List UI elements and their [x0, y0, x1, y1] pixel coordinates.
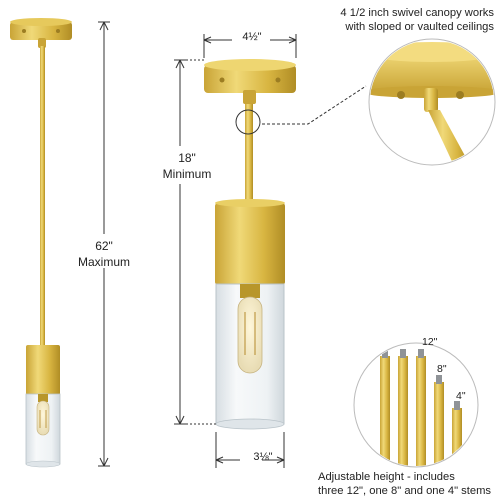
bulb-filament: [244, 312, 256, 355]
socket-cup-top: [215, 199, 285, 207]
canopy-width-dimension: [203, 34, 297, 58]
adjustable-height-line2: three 12", one 8" and one 4" stems: [318, 485, 492, 497]
canopy-note-line1: 4 1/2 inch swivel canopy works: [340, 7, 494, 19]
canopy-screw: [56, 29, 60, 33]
canopy-width-label: 4½": [242, 31, 262, 43]
min-height-dimension: [174, 59, 216, 425]
detail-callout-circle: [235, 109, 261, 135]
stem-8: [434, 375, 444, 466]
stem-4: [452, 401, 462, 466]
canopy-top: [10, 18, 72, 26]
stem-12-c: [416, 349, 426, 466]
max-height-value: 62": [95, 239, 113, 253]
down-rod: [40, 46, 45, 346]
canopy-note-line2: with sloped or vaulted ceilings: [345, 21, 494, 33]
max-height-dimension: [98, 21, 110, 467]
canopy-note: 4 1/2 inch swivel canopy works with slop…: [340, 6, 494, 34]
canopy-screw: [22, 29, 26, 33]
shade-diameter-dimension: [215, 432, 285, 468]
swivel-joint: [243, 90, 256, 104]
adjustable-height-line1: Adjustable height - includes: [318, 471, 455, 483]
ceiling-canopy: [10, 22, 72, 40]
bulb-filament: [39, 410, 47, 428]
pendant-light-tall: [10, 18, 72, 468]
stem-label-12: 12": [422, 336, 438, 348]
down-rod: [245, 104, 253, 204]
max-height-caption: Maximum: [77, 255, 130, 269]
stem-12-b: [398, 349, 408, 466]
min-height-caption: Minimum: [162, 167, 212, 181]
canopy-screw: [275, 77, 281, 83]
canopy-screw: [219, 77, 225, 83]
canopy-top: [204, 59, 296, 71]
swivel-joint: [38, 38, 46, 48]
max-height-label: 62" Maximum: [74, 240, 134, 272]
min-height-value: 18": [178, 151, 196, 165]
bulb: [36, 400, 50, 436]
glass-shade-bottom: [25, 460, 61, 468]
canopy-detail: [368, 38, 496, 166]
pendant-light-short: [204, 59, 296, 430]
bulb-base: [38, 394, 48, 402]
adjustable-height-note: Adjustable height - includes three 12", …: [318, 470, 500, 498]
socket-cup: [26, 345, 60, 395]
stem-label-8: 8": [437, 363, 447, 375]
bulb: [237, 296, 263, 374]
stem-set: [353, 342, 479, 468]
bulb-base: [240, 284, 260, 298]
stem-label-4: 4": [456, 390, 466, 402]
shade-diameter-label: 3⅛": [253, 451, 273, 463]
socket-cup: [215, 203, 285, 285]
min-height-label: 18" Minimum: [152, 152, 222, 184]
callout-leader-line: [262, 85, 367, 125]
stem-12-a: [380, 349, 390, 466]
glass-shade-bottom: [215, 418, 285, 430]
ceiling-canopy: [204, 65, 296, 93]
